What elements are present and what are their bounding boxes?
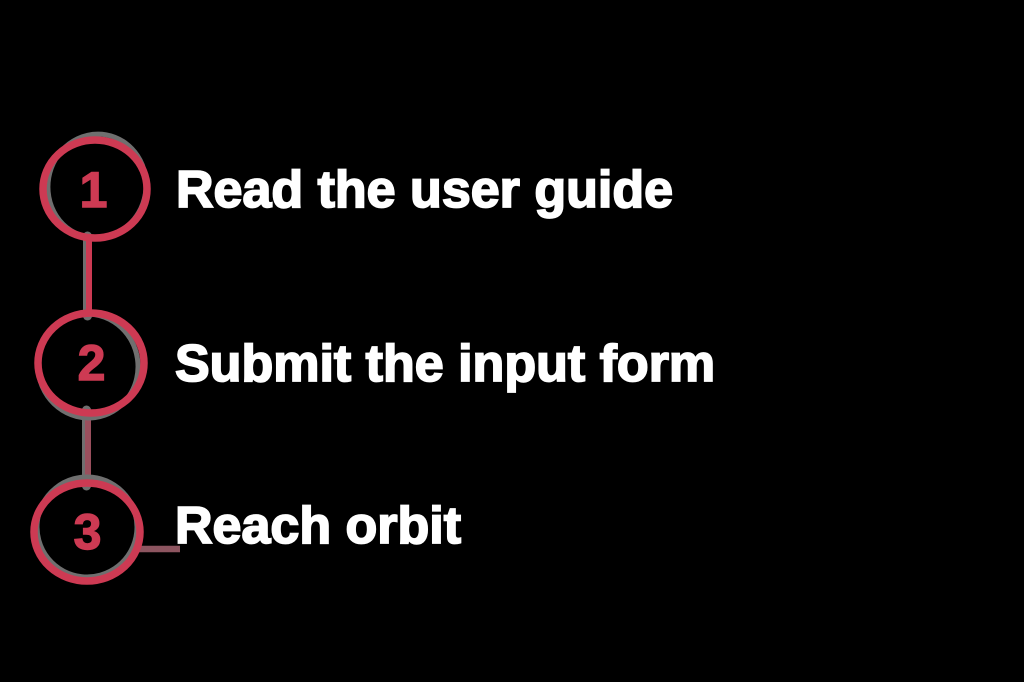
step-1-circle — [39, 136, 151, 242]
step-1-label: Read the user guide — [175, 160, 674, 220]
step-2-number: 2 — [77, 334, 106, 391]
step-2-circle — [34, 309, 148, 417]
step-3-number: 3 — [73, 503, 102, 560]
step-3-circle — [30, 479, 144, 585]
step-1-number: 1 — [79, 161, 108, 218]
step-2-label: Submit the input form — [174, 334, 716, 394]
step-3-label: Reach orbit — [174, 496, 462, 556]
